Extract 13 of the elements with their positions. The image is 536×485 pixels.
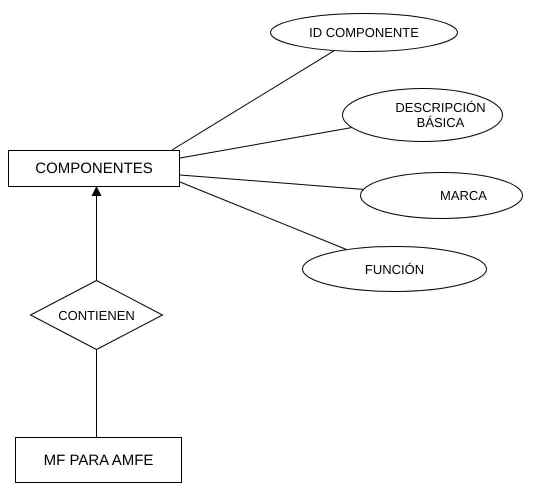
arrow bbox=[92, 186, 102, 280]
connector-line bbox=[180, 127, 352, 158]
connector-line bbox=[96, 350, 97, 438]
attribute-name: ID COMPONENTE bbox=[309, 25, 419, 40]
relationship-name: CONTIENEN bbox=[58, 308, 135, 322]
connector-line bbox=[180, 182, 347, 250]
attribute-name: DESCRIPCIÓN BÁSICA bbox=[394, 100, 487, 130]
attribute-name: MARCA bbox=[440, 188, 487, 203]
attribute-name: FUNCIÓN bbox=[364, 262, 424, 276]
entity-name: COMPONENTES bbox=[35, 161, 153, 176]
connector-line bbox=[180, 174, 364, 190]
connector-line bbox=[172, 50, 334, 150]
entity-name: MF PARA AMFE bbox=[44, 452, 154, 468]
